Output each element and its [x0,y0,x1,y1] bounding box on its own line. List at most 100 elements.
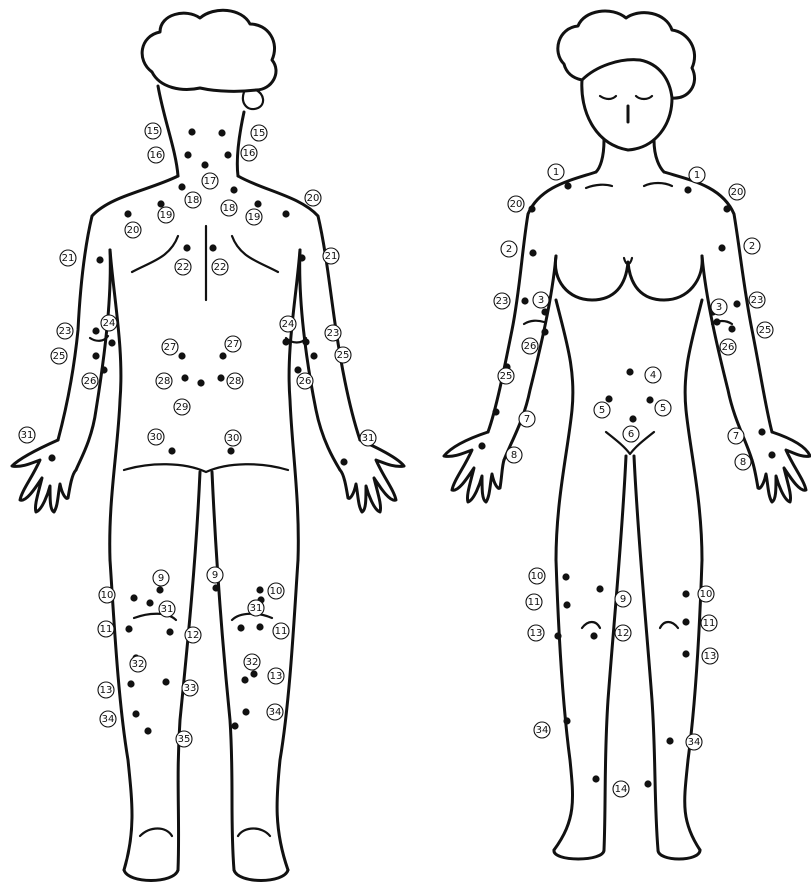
back-marker-dot [178,183,185,190]
front-label-number: 5 [660,403,666,414]
front-label-number: 26 [722,342,735,353]
back-point-label: 31 [360,430,376,446]
back-label-number: 35 [178,734,191,745]
front-label-number: 25 [759,325,772,336]
front-label-number: 1 [694,170,700,181]
front-eye-left [600,96,616,99]
back-point-label: 31 [19,427,35,443]
front-marker-dot [541,328,548,335]
front-point-label: 10 [529,568,545,584]
back-label-number: 23 [327,328,340,339]
back-heel-right [238,829,270,837]
front-label-number: 11 [703,618,716,629]
front-marker-dot [596,585,603,592]
back-marker-dot [181,374,188,381]
front-view-labels: 1120202223326253232526455678781011910131… [494,164,773,797]
front-point-label: 34 [534,722,550,738]
back-point-label: 15 [145,123,161,139]
back-label-number: 33 [184,683,197,694]
back-marker-dot [241,676,248,683]
front-inner-arm-left [504,256,556,460]
front-label-number: 8 [511,450,517,461]
front-point-label: 10 [698,586,714,602]
front-label-number: 14 [615,784,628,795]
back-view-figure [12,10,404,880]
back-label-number: 22 [177,262,190,273]
back-foot-left [124,870,178,881]
back-marker-dot [217,374,224,381]
front-point-label: 25 [498,368,514,384]
front-point-label: 14 [613,781,629,797]
back-marker-dot [146,599,153,606]
front-point-label: 11 [526,594,542,610]
back-point-label: 28 [156,373,172,389]
back-label-number: 16 [150,150,163,161]
back-point-label: 11 [98,621,114,637]
back-marker-dot [231,722,238,729]
front-label-number: 34 [688,737,701,748]
front-marker-dot [684,186,691,193]
front-label-number: 11 [528,597,541,608]
back-label-number: 20 [307,193,320,204]
front-marker-dot [682,618,689,625]
back-marker-dot [100,366,107,373]
back-point-label: 33 [182,680,198,696]
front-label-number: 9 [620,594,626,605]
front-label-number: 23 [496,296,509,307]
front-label-number: 34 [536,725,549,736]
back-label-number: 28 [229,376,242,387]
front-marker-dot [521,297,528,304]
back-point-label: 27 [225,336,241,352]
front-marker-dot [646,396,653,403]
back-label-number: 18 [223,203,236,214]
back-label-number: 26 [299,376,312,387]
back-point-label: 34 [267,704,283,720]
back-label-number: 31 [161,604,174,615]
back-point-label: 11 [273,623,289,639]
back-marker-dot [127,680,134,687]
front-point-label: 5 [594,402,610,418]
back-buttocks [124,464,288,472]
back-leg-right-inner [212,472,234,870]
back-marker-dot [224,151,231,158]
back-point-label: 13 [98,682,114,698]
back-point-label: 30 [225,430,241,446]
back-hand-right [340,440,404,512]
front-knee-right [660,622,678,628]
front-marker-dot [562,573,569,580]
back-point-label: 15 [251,125,267,141]
back-point-label: 26 [297,373,313,389]
back-label-number: 28 [158,376,171,387]
front-side-left [556,300,573,560]
front-marker-dot [629,415,636,422]
back-point-label: 35 [176,731,192,747]
front-point-label: 20 [508,196,524,212]
front-label-number: 1 [553,167,559,178]
back-point-label: 31 [159,601,175,617]
front-label-number: 20 [731,187,744,198]
front-marker-dot [728,325,735,332]
back-point-label: 31 [248,600,264,616]
front-point-label: 26 [720,339,736,355]
back-point-label: 13 [268,668,284,684]
back-heel-left [140,829,172,837]
back-label-number: 32 [132,659,145,670]
front-label-number: 8 [740,457,746,468]
front-label-number: 4 [650,370,656,381]
back-label-number: 23 [59,326,72,337]
front-marker-dot [626,368,633,375]
back-point-label: 24 [280,316,296,332]
front-point-label: 2 [501,241,517,257]
back-marker-dot [130,594,137,601]
back-marker-dot [156,586,163,593]
back-label-number: 30 [227,433,240,444]
front-label-number: 10 [531,571,544,582]
front-marker-dot [723,205,730,212]
back-label-number: 13 [270,671,283,682]
back-marker-dot [302,338,309,345]
back-label-number: 21 [62,253,75,264]
back-point-label: 25 [335,347,351,363]
front-point-label: 1 [548,164,564,180]
front-point-label: 26 [522,338,538,354]
